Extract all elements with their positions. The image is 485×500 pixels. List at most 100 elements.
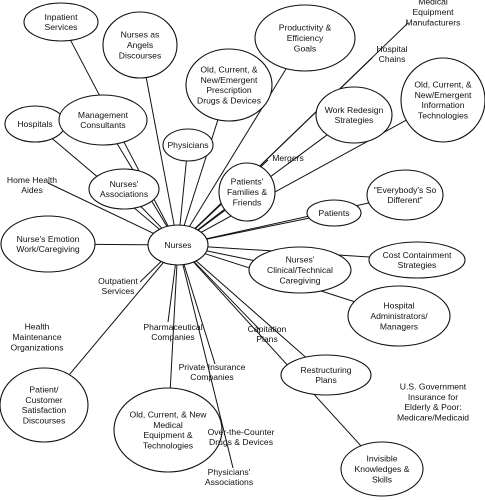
free-label-mergers: Mergers bbox=[272, 153, 304, 163]
free-label-home-health-aides-line: Aides bbox=[21, 185, 43, 195]
node-cost-containment-label-line: Strategies bbox=[398, 260, 437, 270]
hub-node-label: Nurses bbox=[164, 240, 191, 250]
node-invisible-knowledges-label-line: Skills bbox=[372, 474, 392, 484]
node-inpatient-services-label-line: Inpatient bbox=[45, 12, 79, 22]
node-prescription-drugs-label-line: New/Emergent bbox=[201, 75, 258, 85]
node-nurses-associations-label: Nurses'Associations bbox=[100, 179, 148, 199]
node-hospitals-label-line: Hospitals bbox=[17, 119, 52, 129]
connector-patients bbox=[206, 217, 310, 240]
node-hospital-administrators-label-line: Hospital bbox=[383, 301, 414, 311]
hub-node-label-line: Nurses bbox=[164, 240, 191, 250]
free-label-health-maintenance-organizations-line: Health bbox=[25, 322, 50, 332]
node-medical-equipment-ellipse bbox=[113, 387, 223, 473]
node-physicians-label-line: Physicians bbox=[167, 140, 208, 150]
node-clinical-caregiving-label-line: Caregiving bbox=[279, 275, 320, 285]
node-restructuring-plans-ellipse bbox=[280, 354, 372, 396]
connector-invisible-knowledges bbox=[193, 261, 362, 447]
node-productivity-goals-label-line: Productivity & bbox=[279, 23, 332, 33]
node-hospital-administrators-label-line: Managers bbox=[380, 321, 418, 331]
node-clinical-caregiving-label-line: Clinical/Technical bbox=[267, 265, 333, 275]
node-information-technologies-label-line: Technologies bbox=[418, 111, 468, 121]
connector-lines bbox=[47, 22, 409, 469]
free-label-us-government-insurance-line: Medicare/Medicaid bbox=[397, 413, 469, 423]
node-patients-label-line: Patients bbox=[318, 208, 349, 218]
node-information-technologies-ellipse bbox=[400, 57, 485, 143]
free-label-us-government-insurance-line: Insurance for bbox=[408, 392, 458, 402]
node-medical-equipment-label-line: Medical bbox=[153, 420, 183, 430]
free-label-medical-equipment-manufacturers-line: Medical bbox=[418, 0, 448, 7]
free-label-physicians-associations-line: Associations bbox=[205, 477, 253, 487]
node-physicians: Physicians bbox=[162, 128, 214, 162]
node-nurses-as-angels-ellipse bbox=[102, 11, 178, 79]
node-prescription-drugs-ellipse bbox=[185, 48, 273, 122]
connector-pharmaceutical-companies bbox=[167, 264, 176, 323]
node-patients-ellipse bbox=[306, 199, 362, 227]
node-nurses-associations: Nurses'Associations bbox=[88, 168, 160, 210]
node-prescription-drugs-label-line: Drugs & Devices bbox=[197, 96, 261, 106]
node-invisible-knowledges-label-line: Invisible bbox=[366, 454, 397, 464]
node-medical-equipment-label-line: Technologies bbox=[143, 441, 193, 451]
free-label-mergers-line: Mergers bbox=[272, 153, 304, 163]
node-management-consultants-label-line: Consultants bbox=[80, 120, 125, 130]
connector-nurses-associations bbox=[140, 206, 163, 229]
node-cost-containment-label-line: Cost Containment bbox=[383, 250, 452, 260]
node-information-technologies-label-line: New/Emergent bbox=[415, 90, 472, 100]
node-cost-containment-ellipse bbox=[368, 241, 466, 279]
free-label-private-insurance-companies-line: Companies bbox=[190, 372, 233, 382]
node-inpatient-services-ellipse bbox=[23, 2, 99, 42]
free-label-outpatient-services-line: Outpatient bbox=[98, 276, 138, 286]
node-emotion-work-label-line: Nurse's Emotion bbox=[17, 234, 80, 244]
node-clinical-caregiving-ellipse bbox=[248, 246, 352, 294]
hub-node-nurses: Nurses bbox=[147, 224, 209, 266]
node-nurses-associations-ellipse bbox=[88, 168, 160, 210]
node-productivity-goals-label-line: Goals bbox=[294, 43, 316, 53]
node-everybodys-different-label-line: Different" bbox=[387, 195, 422, 205]
connector-physicians bbox=[179, 160, 187, 226]
connector-private-insurance-companies bbox=[183, 264, 216, 365]
free-label-us-government-insurance-line: Elderly & Poor: bbox=[404, 402, 461, 412]
node-restructuring-plans-label-line: Restructuring bbox=[300, 365, 351, 375]
node-work-redesign-label-line: Strategies bbox=[335, 115, 374, 125]
node-management-consultants-label-line: Management bbox=[78, 110, 129, 120]
node-satisfaction-discourses-label-line: Satisfaction bbox=[22, 405, 67, 415]
node-physicians-label: Physicians bbox=[167, 140, 208, 150]
connector-physicians-associations bbox=[182, 264, 234, 469]
node-hospital-administrators-label-line: Administrators/ bbox=[370, 311, 428, 321]
free-label-us-government-insurance-line: U.S. Government bbox=[400, 381, 467, 391]
node-nurses-as-angels-label-line: Nurses as bbox=[121, 30, 160, 40]
node-medical-equipment-label-line: Equipment & bbox=[143, 430, 192, 440]
connector-restructuring-plans bbox=[195, 260, 307, 358]
connector-home-health-aides bbox=[47, 182, 154, 234]
free-label-health-maintenance-organizations-line: Maintenance bbox=[12, 332, 61, 342]
hub-node-ellipse bbox=[147, 224, 209, 266]
node-restructuring-plans-label-line: Plans bbox=[315, 375, 337, 385]
node-patients: Patients bbox=[306, 199, 362, 227]
free-label-health-maintenance-organizations-line: Organizations bbox=[10, 342, 63, 352]
node-nurses-associations-label-line: Nurses' bbox=[110, 179, 139, 189]
free-label-physicians-associations: Physicians'Associations bbox=[205, 467, 253, 487]
